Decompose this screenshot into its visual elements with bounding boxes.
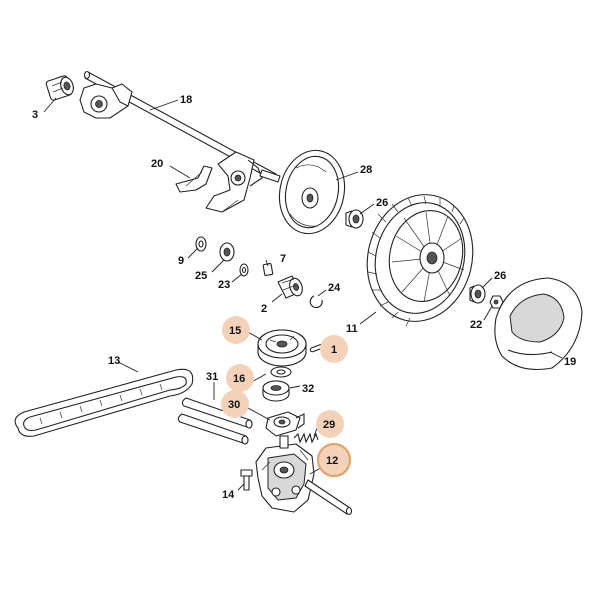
part-20-lever[interactable] (175, 165, 213, 193)
part-31-rods[interactable] (177, 397, 253, 445)
part-28-hubcap[interactable] (272, 144, 352, 239)
label-22[interactable]: 22 (470, 319, 482, 331)
part-12-gearbox[interactable] (255, 435, 353, 516)
callout-16[interactable]: 16 (226, 364, 254, 392)
part-26-bearing-upper[interactable] (345, 209, 364, 229)
part-11-wheel[interactable] (354, 183, 486, 332)
label-9[interactable]: 9 (178, 255, 184, 267)
callout-29[interactable]: 29 (316, 410, 344, 438)
part-13-belt[interactable] (14, 368, 194, 437)
label-12[interactable]: 12 (326, 455, 338, 467)
part-14-bolt[interactable] (240, 469, 253, 491)
label-20[interactable]: 20 (151, 158, 163, 170)
part-26-bearing-lower[interactable] (469, 284, 486, 304)
part-25-bearing[interactable] (219, 242, 235, 262)
label-3[interactable]: 3 (32, 109, 38, 121)
part-19-wheel-cover[interactable] (494, 277, 583, 371)
label-15[interactable]: 15 (229, 325, 241, 337)
part-32-ring[interactable] (262, 380, 290, 402)
label-23[interactable]: 23 (218, 279, 230, 291)
label-19[interactable]: 19 (564, 356, 576, 368)
label-30[interactable]: 30 (228, 399, 240, 411)
part-2-pinion[interactable] (277, 275, 304, 299)
part-30-bracket[interactable] (265, 411, 305, 437)
label-24[interactable]: 24 (328, 282, 341, 294)
label-29[interactable]: 29 (323, 419, 335, 431)
part-3-bushing[interactable] (45, 75, 75, 101)
callout-30[interactable]: 30 (221, 390, 249, 418)
label-1[interactable]: 1 (331, 344, 337, 356)
part-18-axle[interactable] (79, 70, 281, 213)
label-28[interactable]: 28 (360, 164, 372, 176)
callout-12-selected[interactable]: 12 (316, 442, 352, 478)
part-15-pulley[interactable] (257, 329, 307, 367)
label-16[interactable]: 16 (233, 373, 245, 385)
label-14[interactable]: 14 (222, 489, 235, 501)
label-18[interactable]: 18 (180, 94, 192, 106)
label-11[interactable]: 11 (346, 323, 358, 335)
label-7[interactable]: 7 (280, 253, 286, 265)
part-9-washer[interactable] (195, 236, 207, 252)
callout-1[interactable]: 1 (320, 335, 348, 363)
part-23-washer[interactable] (239, 263, 249, 277)
part-24-circlip[interactable] (309, 295, 323, 309)
label-25[interactable]: 25 (195, 270, 207, 282)
part-29-spring[interactable] (293, 432, 319, 444)
callout-15[interactable]: 15 (222, 316, 250, 344)
label-31[interactable]: 31 (206, 371, 218, 383)
part-16-washer[interactable] (270, 366, 292, 378)
label-2[interactable]: 2 (261, 303, 267, 315)
label-26-upper[interactable]: 26 (376, 197, 388, 209)
label-13[interactable]: 13 (108, 355, 120, 367)
label-32[interactable]: 32 (302, 383, 314, 395)
label-26-lower[interactable]: 26 (494, 270, 506, 282)
